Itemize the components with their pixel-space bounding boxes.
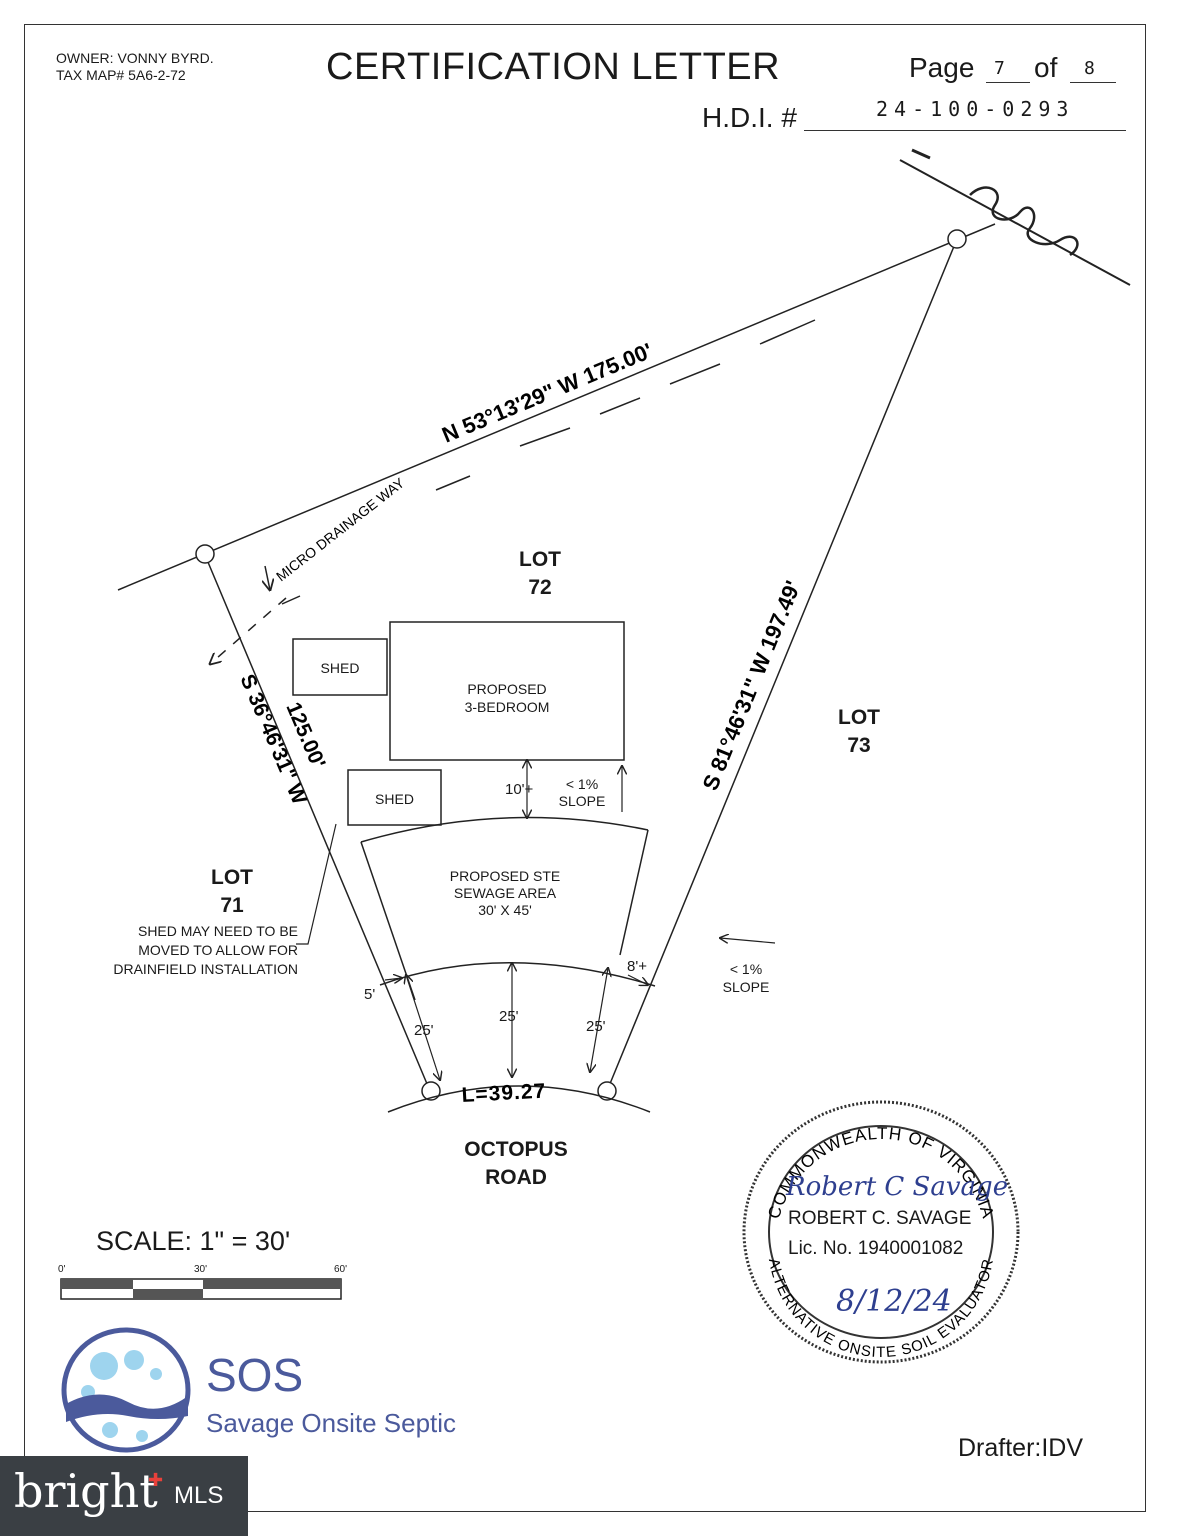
of-word: of [1034, 52, 1058, 83]
lot-71-label: LOT 71 [211, 866, 253, 917]
east-boundary-line [606, 238, 958, 1092]
signature-date: 8/12/24 [836, 1284, 952, 1319]
left-distance-label: 25' [414, 1022, 434, 1039]
scale-tick-30: 30' [194, 1264, 208, 1275]
drainage-pointer-arrow [265, 565, 270, 590]
sewage-area-label: PROPOSED STE SEWAGE AREA 30' X 45' [449, 868, 561, 918]
hdi-underline [804, 130, 1126, 131]
right-distance-arrow [590, 968, 608, 1072]
signature: Robert C Savage [786, 1172, 1009, 1202]
corner-marker-se [597, 1081, 617, 1101]
watermark-plus-icon: ✚ [148, 1470, 164, 1490]
road-label: OCTOPUS ROAD [464, 1138, 568, 1189]
shed-2-outline [347, 769, 442, 826]
east-slope-label: < 1% SLOPE [722, 961, 770, 995]
center-distance-label: 25' [499, 1008, 519, 1025]
sos-logo-icon [61, 1327, 191, 1453]
left-distance-arrow [406, 975, 440, 1080]
house-outline [389, 621, 625, 761]
north-arrow-icon [899, 148, 1131, 286]
sewage-top-arc [360, 816, 649, 843]
page-title: CERTIFICATION LETTER [326, 46, 781, 88]
seal-license-number: Lic. No. 1940001082 [788, 1238, 964, 1259]
shed-2-label: SHED [375, 791, 414, 807]
right-distance-label: 25' [586, 1018, 606, 1035]
arc-length-label: L=39.27 [461, 1080, 547, 1107]
watermark-suffix: MLS [174, 1482, 224, 1509]
north-line-label: N 53°13'29" W 175.00' [438, 338, 656, 448]
drainage-dashed-line [281, 319, 816, 605]
corner-marker-nw [195, 544, 215, 564]
tax-map-label: TAX MAP# 5A6-2-72 [56, 67, 186, 83]
sewage-right-edge [619, 829, 649, 956]
company-name: SOS [206, 1349, 304, 1401]
page-current-underline [986, 82, 1030, 83]
drainage-label: MICRO DRAINAGE WAY [273, 474, 408, 584]
east-slope-arrow [720, 938, 776, 944]
scale-label: SCALE: 1" = 30' [96, 1226, 291, 1256]
house-slope-label: < 1% SLOPE [558, 776, 606, 809]
evaluator-seal-stamp: COMMONWEALTH OF VIRGINIA ALTERNATIVE ONS… [742, 1100, 1020, 1364]
corner-marker-ne [947, 229, 967, 249]
lot-72-label: LOT 72 [519, 548, 561, 599]
west-boundary-line [204, 554, 431, 1092]
hdi-label: H.D.I. # [702, 102, 797, 133]
scale-bar [60, 1278, 342, 1300]
page-total-underline [1070, 82, 1116, 83]
east-line-label: S 81°46'31" W 197.49' [697, 577, 805, 794]
hdi-number: 24-100-0293 [876, 97, 1075, 121]
shed-1-outline [292, 638, 388, 696]
house-label: PROPOSED 3-BEDROOM [464, 681, 550, 715]
seal-evaluator-name: ROBERT C. SAVAGE [788, 1208, 972, 1229]
scale-tick-0: 0' [58, 1264, 66, 1275]
west-setback-label: 5' [364, 986, 376, 1003]
sewage-bottom-arc [379, 962, 656, 987]
drafter-label: Drafter:IDV [958, 1434, 1084, 1462]
bright-mls-watermark: bright ✚ MLS [0, 1456, 248, 1536]
page-border [24, 24, 1146, 1512]
east-setback-label: 8'+ [627, 958, 647, 975]
drainage-flow-arrow [210, 597, 287, 664]
north-boundary-line [117, 223, 996, 591]
house-setback-label: 10'+ [505, 781, 534, 798]
watermark-brand: bright [14, 1464, 158, 1518]
page-total: 8 [1084, 58, 1101, 79]
company-full-name: Savage Onsite Septic [206, 1408, 457, 1438]
page-word: Page [909, 52, 975, 83]
scale-tick-60: 60' [334, 1264, 348, 1275]
shed-note-leader [296, 823, 337, 945]
owner-label: OWNER: VONNY BYRD. [56, 50, 214, 66]
page-current: 7 [994, 58, 1011, 79]
road-edge-arc [387, 1085, 651, 1113]
shed-1-label: SHED [320, 660, 360, 676]
shed-note: SHED MAY NEED TO BE MOVED TO ALLOW FOR D… [113, 923, 298, 977]
lot-73-label: LOT 73 [838, 706, 880, 757]
